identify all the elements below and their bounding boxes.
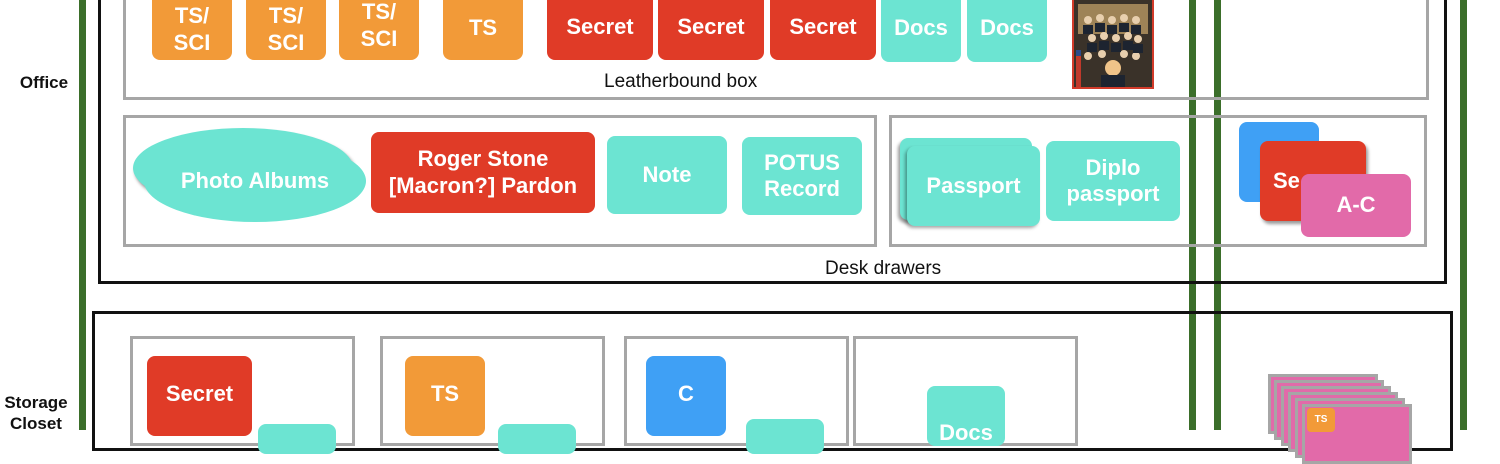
leatherbound-box-label: Leatherbound box	[604, 71, 758, 92]
ts-chip: TS	[443, 0, 523, 60]
row-label-storage-closet: Storage Closet	[4, 393, 68, 434]
magazine-cover-image	[1072, 0, 1154, 89]
storage-ts-chip: TS	[405, 356, 485, 436]
leatherbound-box	[123, 0, 1429, 100]
diplo-passport-chip: Diplo passport	[1046, 141, 1180, 221]
storage-card-stack: TS	[1264, 372, 1424, 464]
docs-chip-2: Docs	[967, 0, 1047, 62]
storage-docs-chip-4: Docs	[927, 386, 1005, 446]
ts-sci-chip-3: TS/ SCI	[339, 0, 419, 60]
secret-chip-3: Secret	[770, 0, 876, 60]
desk-drawers-label: Desk drawers	[825, 258, 942, 279]
photo-albums: Photo Albums	[144, 140, 366, 222]
office-frame	[98, 0, 1447, 284]
a-c-chip: A-C	[1301, 174, 1411, 237]
stack-ts-badge: TS	[1307, 408, 1335, 432]
storage-secret-chip: Secret	[147, 356, 252, 436]
storage-docs-chip-3	[746, 419, 824, 454]
storage-confidential-chip: C	[646, 356, 726, 436]
secret-chip-2: Secret	[658, 0, 764, 60]
desk-drawer-left	[123, 115, 877, 247]
storage-docs-chip-2	[498, 424, 576, 454]
docs-chip-1: Docs	[881, 0, 961, 62]
ts-sci-chip-1: TS/ SCI	[152, 0, 232, 60]
desk-drawer-right	[889, 115, 1427, 247]
secret-chip-1: Secret	[547, 0, 653, 60]
passport-chip: Passport	[907, 146, 1040, 226]
divider-middle-right	[1214, 0, 1221, 430]
storage-docs-chip-1	[258, 424, 336, 454]
divider-left	[79, 0, 86, 430]
note-chip: Note	[607, 136, 727, 214]
row-label-office: Office	[19, 73, 69, 92]
divider-right	[1460, 0, 1467, 430]
magazine-cover-art	[1074, 0, 1152, 87]
ts-sci-chip-2: TS/ SCI	[246, 0, 326, 60]
roger-stone-pardon: Roger Stone [Macron?] Pardon	[371, 132, 595, 213]
potus-record-chip: POTUS Record	[742, 137, 862, 215]
divider-middle-left	[1189, 0, 1196, 430]
